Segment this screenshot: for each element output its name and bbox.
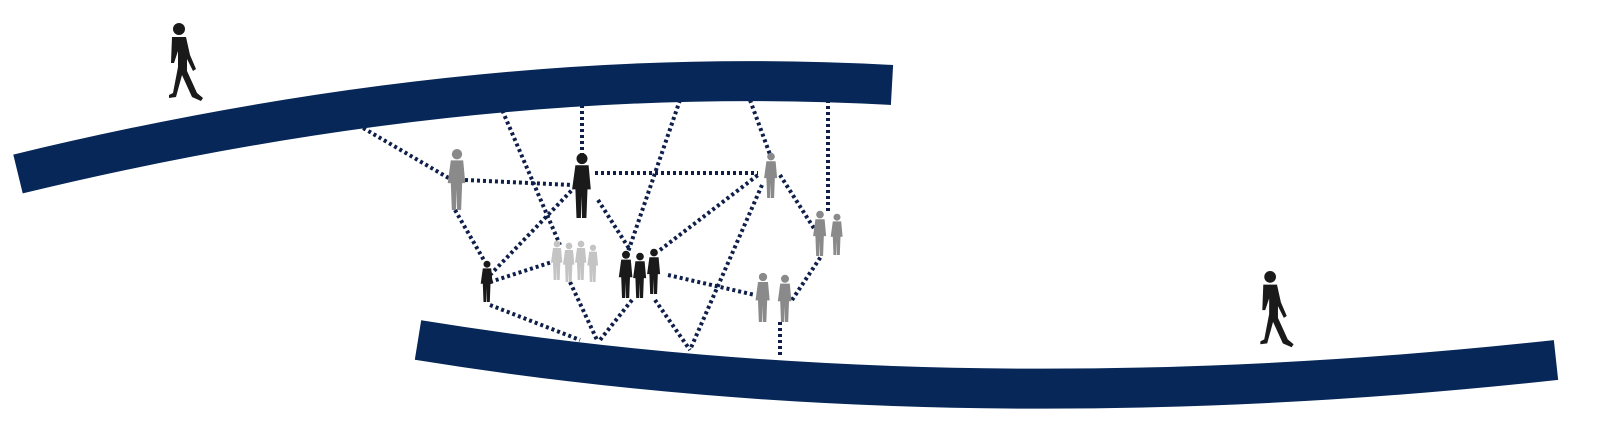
- standing-person-icon: [830, 213, 843, 255]
- standing-person-icon: [764, 152, 778, 198]
- standing-person-icon: [575, 240, 587, 280]
- bottom-bridge: [414, 320, 1559, 409]
- standing-person-icon: [618, 250, 633, 298]
- standing-person-icon: [633, 252, 647, 298]
- connection-line: [653, 298, 692, 352]
- connection-line: [488, 188, 574, 277]
- top-bridge: [13, 61, 894, 194]
- standing-person-icon: [480, 260, 493, 302]
- standing-person-icon: [551, 240, 563, 280]
- standing-person-icon: [755, 272, 770, 322]
- connection-lines: [356, 99, 830, 358]
- connection-line: [453, 209, 487, 263]
- connection-line: [667, 273, 756, 297]
- standing-person-icon: [563, 242, 575, 282]
- standing-person-icon: [572, 153, 591, 218]
- connection-line: [596, 198, 632, 252]
- walking-person-icon: [169, 23, 203, 101]
- connection-line: [489, 303, 581, 342]
- standing-person-icon: [447, 149, 466, 210]
- connection-line: [748, 99, 774, 161]
- standing-person-icon: [647, 248, 661, 294]
- connection-line: [498, 104, 562, 246]
- connection-line: [356, 123, 454, 182]
- standing-person-icon: [587, 244, 599, 282]
- connection-line: [489, 260, 553, 284]
- connection-line: [688, 184, 764, 351]
- connection-line: [598, 298, 634, 342]
- connection-line: [658, 173, 760, 252]
- standing-person-icon: [777, 274, 792, 322]
- standing-person-icon: [813, 210, 827, 256]
- connection-line: [778, 173, 817, 232]
- walking-person-icon: [1260, 270, 1294, 348]
- connection-line: [568, 281, 599, 341]
- connection-line: [790, 253, 824, 302]
- connection-line: [626, 99, 682, 253]
- connection-line: [464, 178, 573, 187]
